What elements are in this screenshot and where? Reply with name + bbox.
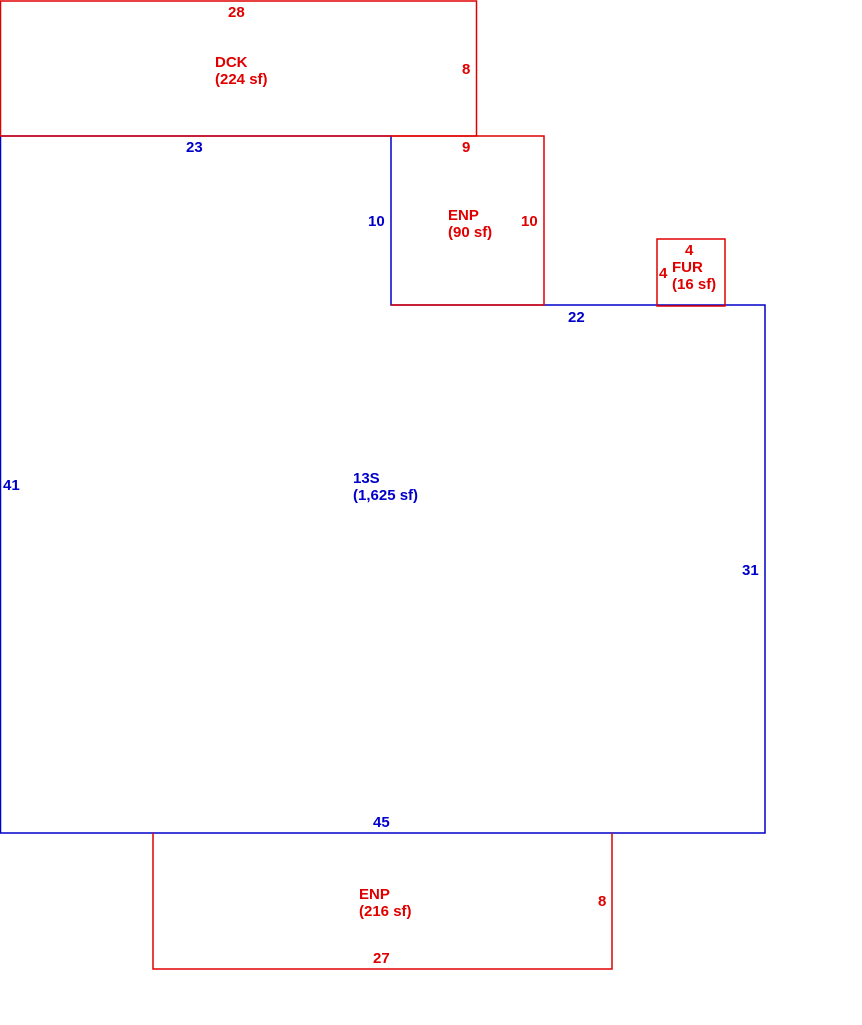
main-dim-top-left: 23 (186, 139, 203, 156)
porch-bottom-area: (216 sf) (359, 903, 412, 920)
fur-outline (656, 238, 726, 307)
porch-bottom-code: ENP (359, 886, 390, 903)
porch-top-outline (391, 135, 545, 306)
fur-dim-top: 4 (685, 242, 694, 259)
main-dim-right: 31 (742, 562, 759, 579)
deck-dim-right: 8 (462, 61, 470, 78)
main-dim-notch: 10 (368, 213, 385, 230)
porch-bottom-outline (152, 833, 613, 970)
main-dim-step: 22 (568, 309, 585, 326)
porch-top-area: (90 sf) (448, 224, 492, 241)
porch-top-dim-top: 9 (462, 139, 470, 156)
fur-code: FUR (672, 259, 703, 276)
porch-bottom-dim-bottom: 27 (373, 950, 390, 967)
main-area: (1,625 sf) (353, 487, 418, 504)
deck-area: (224 sf) (215, 71, 268, 88)
main-dim-bottom: 45 (373, 814, 390, 831)
deck-outline (0, 0, 478, 137)
porch-bottom-dim-right: 8 (598, 893, 606, 910)
main-area-outline (0, 135, 766, 834)
deck-code: DCK (215, 54, 248, 71)
main-code: 13S (353, 470, 380, 487)
main-dim-left: 41 (3, 477, 20, 494)
porch-top-dim-right: 10 (521, 213, 538, 230)
fur-area: (16 sf) (672, 276, 716, 293)
deck-dim-top: 28 (228, 4, 245, 21)
porch-top-code: ENP (448, 207, 479, 224)
fur-dim-left: 4 (659, 265, 668, 282)
